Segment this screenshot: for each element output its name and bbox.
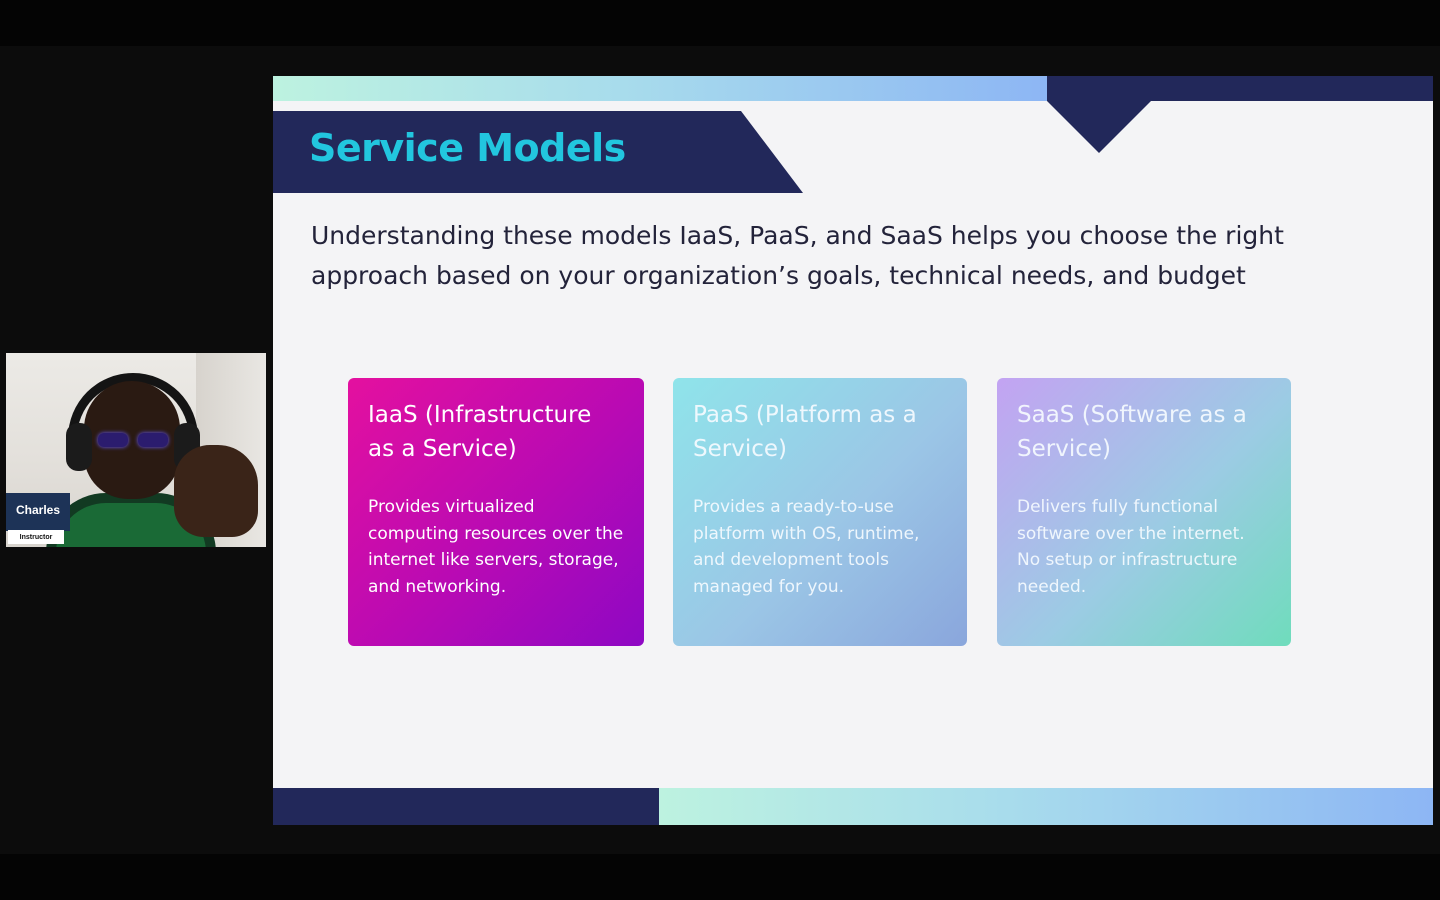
slide-top-gradient-strip: [273, 76, 1047, 101]
participant-name-tag: Charles: [6, 493, 70, 531]
headphone-ear-left: [66, 423, 92, 471]
card-paas-title: PaaS (Platform as a Service): [693, 402, 917, 462]
card-iaas-body: Provides virtualized computing resources…: [368, 497, 624, 597]
participant-video-tile[interactable]: Charles Instructor: [6, 353, 266, 547]
card-saas-title: SaaS (Software as a Service): [1017, 402, 1247, 462]
slide-top-dark-strip: [1047, 76, 1433, 101]
card-iaas-title: IaaS (Infrastructure as a Service): [368, 402, 592, 462]
card-saas: SaaS (Software as a Service) Delivers fu…: [997, 378, 1291, 646]
headphones-icon: [68, 373, 198, 463]
card-iaas: IaaS (Infrastructure as a Service) Provi…: [348, 378, 644, 646]
slide-title-banner: [273, 111, 803, 193]
card-paas: PaaS (Platform as a Service) Provides a …: [673, 378, 967, 646]
card-saas-body: Delivers fully functional software over …: [1017, 497, 1245, 597]
card-paas-body: Provides a ready-to-use platform with OS…: [693, 497, 920, 597]
slide-chevron-decoration: [1047, 101, 1151, 153]
presentation-slide: Service Models Understanding these model…: [273, 76, 1433, 825]
participant-role-tag: Instructor: [8, 530, 64, 544]
slide-title: Service Models: [309, 126, 626, 170]
slide-bottom-gradient-strip: [659, 788, 1433, 825]
glasses: [98, 433, 168, 447]
slide-bottom-dark-strip: [273, 788, 659, 825]
screen-bottom-bar: [0, 854, 1440, 900]
participant-hand: [174, 445, 258, 537]
slide-intro-text: Understanding these models IaaS, PaaS, a…: [311, 221, 1284, 290]
screen-top-bar: [0, 0, 1440, 46]
